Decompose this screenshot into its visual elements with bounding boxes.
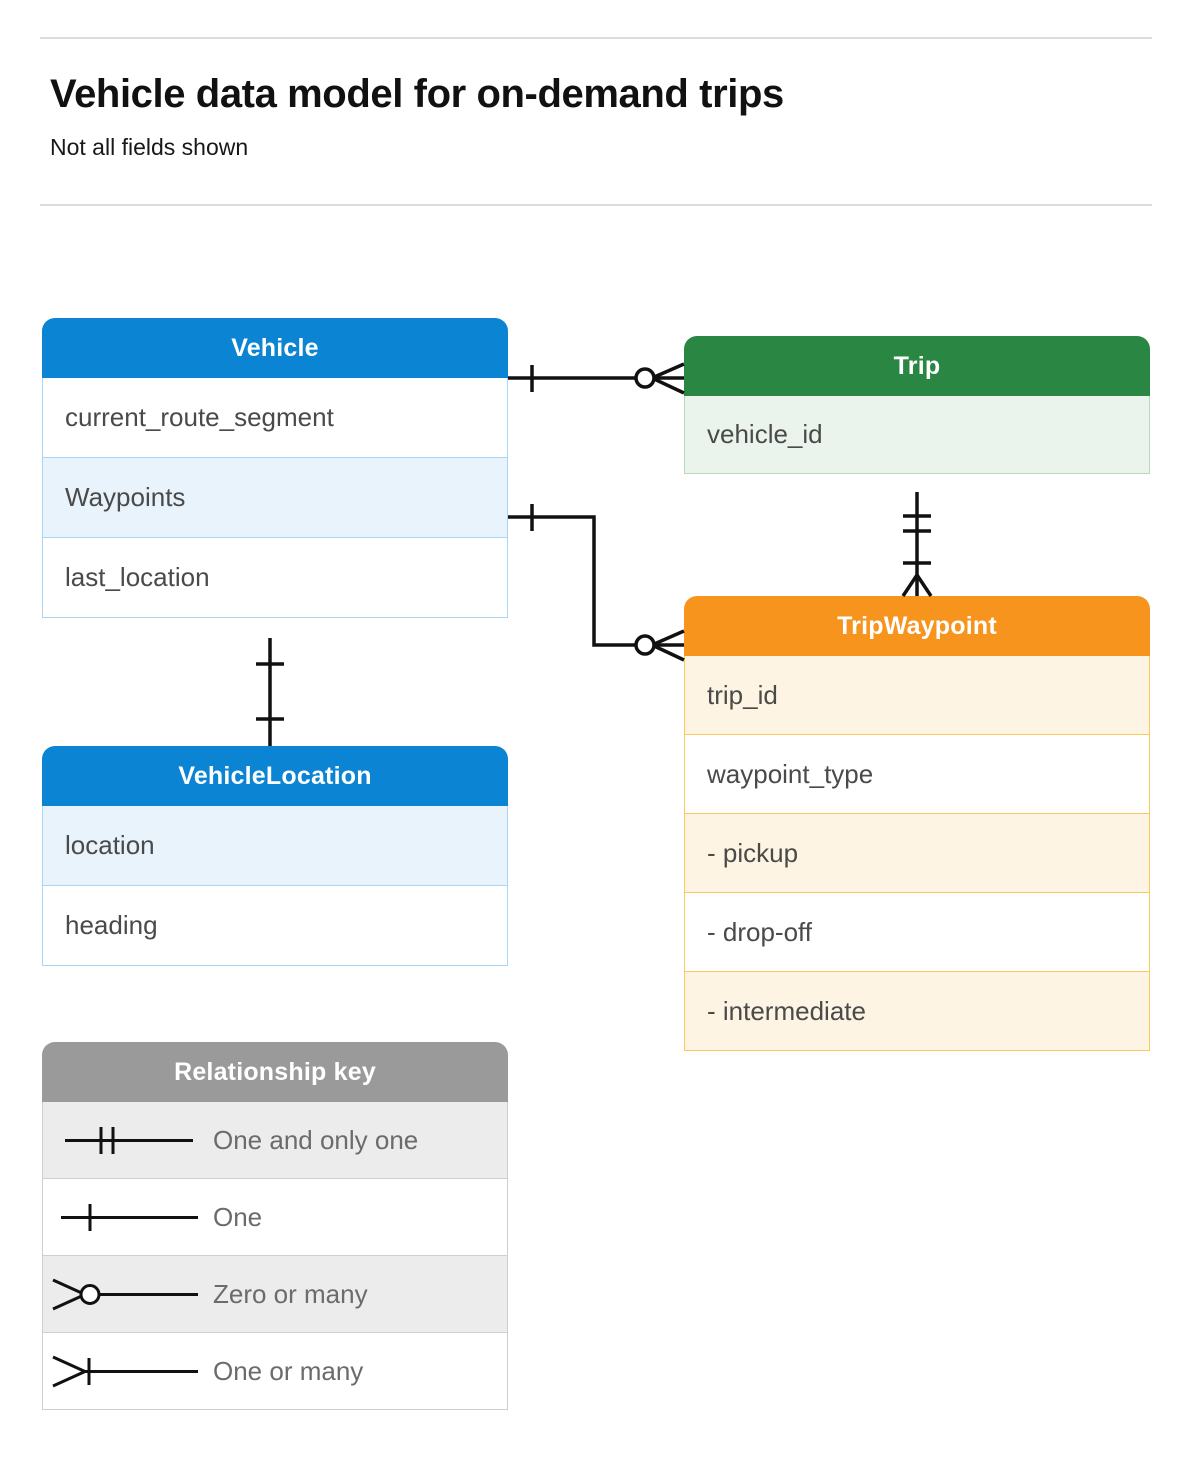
field-waypoint-type-pickup[interactable]: - pickup xyxy=(684,814,1150,893)
legend-title: Relationship key xyxy=(42,1042,508,1102)
entity-vehicle[interactable]: Vehicle current_route_segment Waypoints … xyxy=(42,318,508,618)
field-waypoints[interactable]: Waypoints xyxy=(42,458,508,538)
connector-waypoints-tripwaypoint xyxy=(508,504,685,662)
one-and-only-one-icon xyxy=(43,1102,213,1178)
legend-rows: One and only one One xyxy=(42,1102,508,1410)
entity-trip[interactable]: Trip vehicle_id xyxy=(684,336,1150,474)
entity-vehicle-title: Vehicle xyxy=(42,318,508,378)
field-last-location[interactable]: last_location xyxy=(42,538,508,618)
field-waypoint-type-intermediate[interactable]: - intermediate xyxy=(684,972,1150,1051)
legend-row-one-or-many[interactable]: One or many xyxy=(42,1333,508,1410)
one-or-many-icon xyxy=(43,1333,213,1409)
field-waypoint-type[interactable]: waypoint_type xyxy=(684,735,1150,814)
zero-or-many-icon xyxy=(43,1256,213,1332)
entity-vehicle-location[interactable]: VehicleLocation location heading xyxy=(42,746,508,966)
page-title: Vehicle data model for on-demand trips xyxy=(50,72,784,116)
field-current-route-segment[interactable]: current_route_segment xyxy=(42,378,508,458)
entity-trip-waypoint-fields: trip_id waypoint_type - pickup - drop-of… xyxy=(684,656,1150,1051)
field-location[interactable]: location xyxy=(42,806,508,886)
legend-row-zero-or-many[interactable]: Zero or many xyxy=(42,1256,508,1333)
entity-trip-title: Trip xyxy=(684,336,1150,396)
relationship-key-legend[interactable]: Relationship key One and only one xyxy=(42,1042,508,1410)
field-waypoint-type-drop-off[interactable]: - drop-off xyxy=(684,893,1150,972)
entity-trip-fields: vehicle_id xyxy=(684,396,1150,474)
legend-label-one: One xyxy=(213,1201,263,1232)
entity-vehicle-location-fields: location heading xyxy=(42,806,508,966)
field-trip-id[interactable]: trip_id xyxy=(684,656,1150,735)
one-icon xyxy=(43,1179,213,1255)
connector-trip-tripwaypoint xyxy=(901,492,933,597)
legend-label-one-or-many: One or many xyxy=(213,1355,364,1386)
connector-vehicle-trip xyxy=(508,362,685,395)
entity-vehicle-location-title: VehicleLocation xyxy=(42,746,508,806)
page-subtitle: Not all fields shown xyxy=(50,134,249,160)
legend-row-one[interactable]: One xyxy=(42,1179,508,1256)
connector-vehicle-vehiclelocation xyxy=(256,638,284,746)
entity-vehicle-fields: current_route_segment Waypoints last_loc… xyxy=(42,378,508,618)
header-divider-top xyxy=(40,37,1152,39)
entity-trip-waypoint[interactable]: TripWaypoint trip_id waypoint_type - pic… xyxy=(684,596,1150,1051)
header-divider-bottom xyxy=(40,204,1152,206)
legend-label-zero-or-many: Zero or many xyxy=(213,1278,368,1309)
field-vehicle-id[interactable]: vehicle_id xyxy=(684,396,1150,474)
entity-trip-waypoint-title: TripWaypoint xyxy=(684,596,1150,656)
field-heading[interactable]: heading xyxy=(42,886,508,966)
legend-label-one-and-only-one: One and only one xyxy=(213,1124,419,1155)
legend-row-one-and-only-one[interactable]: One and only one xyxy=(42,1102,508,1179)
